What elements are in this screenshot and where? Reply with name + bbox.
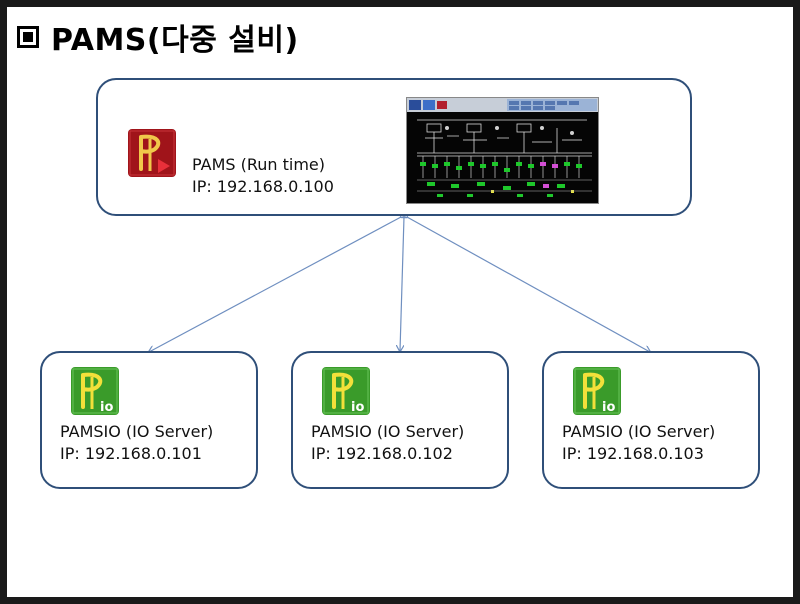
io-server-name: PAMSIO (IO Server) [60, 422, 214, 441]
runtime-label: PAMS (Run time) IP: 192.168.0.100 [192, 154, 334, 198]
connector-to-io-1 [149, 217, 401, 352]
square-bullet-icon [17, 26, 39, 48]
pamsio-icon: io [71, 367, 119, 415]
io-server-node-1: io PAMSIO (IO Server) IP: 192.168.0.101 [40, 351, 258, 489]
io-server-label: PAMSIO (IO Server) IP: 192.168.0.101 [60, 421, 213, 465]
io-server-label: PAMSIO (IO Server) IP: 192.168.0.103 [562, 421, 715, 465]
io-server-ip: IP: 192.168.0.101 [60, 444, 202, 463]
pamsio-icon: io [322, 367, 370, 415]
svg-text:io: io [602, 400, 615, 415]
hmi-screenshot-thumbnail [406, 97, 599, 204]
connector-to-io-3 [407, 217, 650, 352]
title-text: PAMS(다중 설비) [51, 23, 299, 58]
connector-lines [7, 7, 793, 597]
io-server-node-2: io PAMSIO (IO Server) IP: 192.168.0.102 [291, 351, 509, 489]
connector-to-io-2 [400, 217, 404, 351]
io-server-name: PAMSIO (IO Server) [562, 422, 716, 441]
pamsio-icon: io [573, 367, 621, 415]
pams-runtime-icon [128, 129, 176, 177]
io-server-label: PAMSIO (IO Server) IP: 192.168.0.102 [311, 421, 464, 465]
runtime-ip: IP: 192.168.0.100 [192, 177, 334, 196]
slide-title: PAMS(다중 설비) [17, 15, 299, 59]
svg-text:io: io [100, 400, 113, 415]
svg-text:io: io [351, 400, 364, 415]
runtime-name: PAMS (Run time) [192, 155, 326, 174]
io-server-name: PAMSIO (IO Server) [311, 422, 465, 441]
slide: PAMS(다중 설비) PAMS (Run time) IP: 192.168.… [7, 7, 793, 597]
runtime-node: PAMS (Run time) IP: 192.168.0.100 [96, 78, 692, 216]
io-server-node-3: io PAMSIO (IO Server) IP: 192.168.0.103 [542, 351, 760, 489]
io-server-ip: IP: 192.168.0.103 [562, 444, 704, 463]
io-server-ip: IP: 192.168.0.102 [311, 444, 453, 463]
